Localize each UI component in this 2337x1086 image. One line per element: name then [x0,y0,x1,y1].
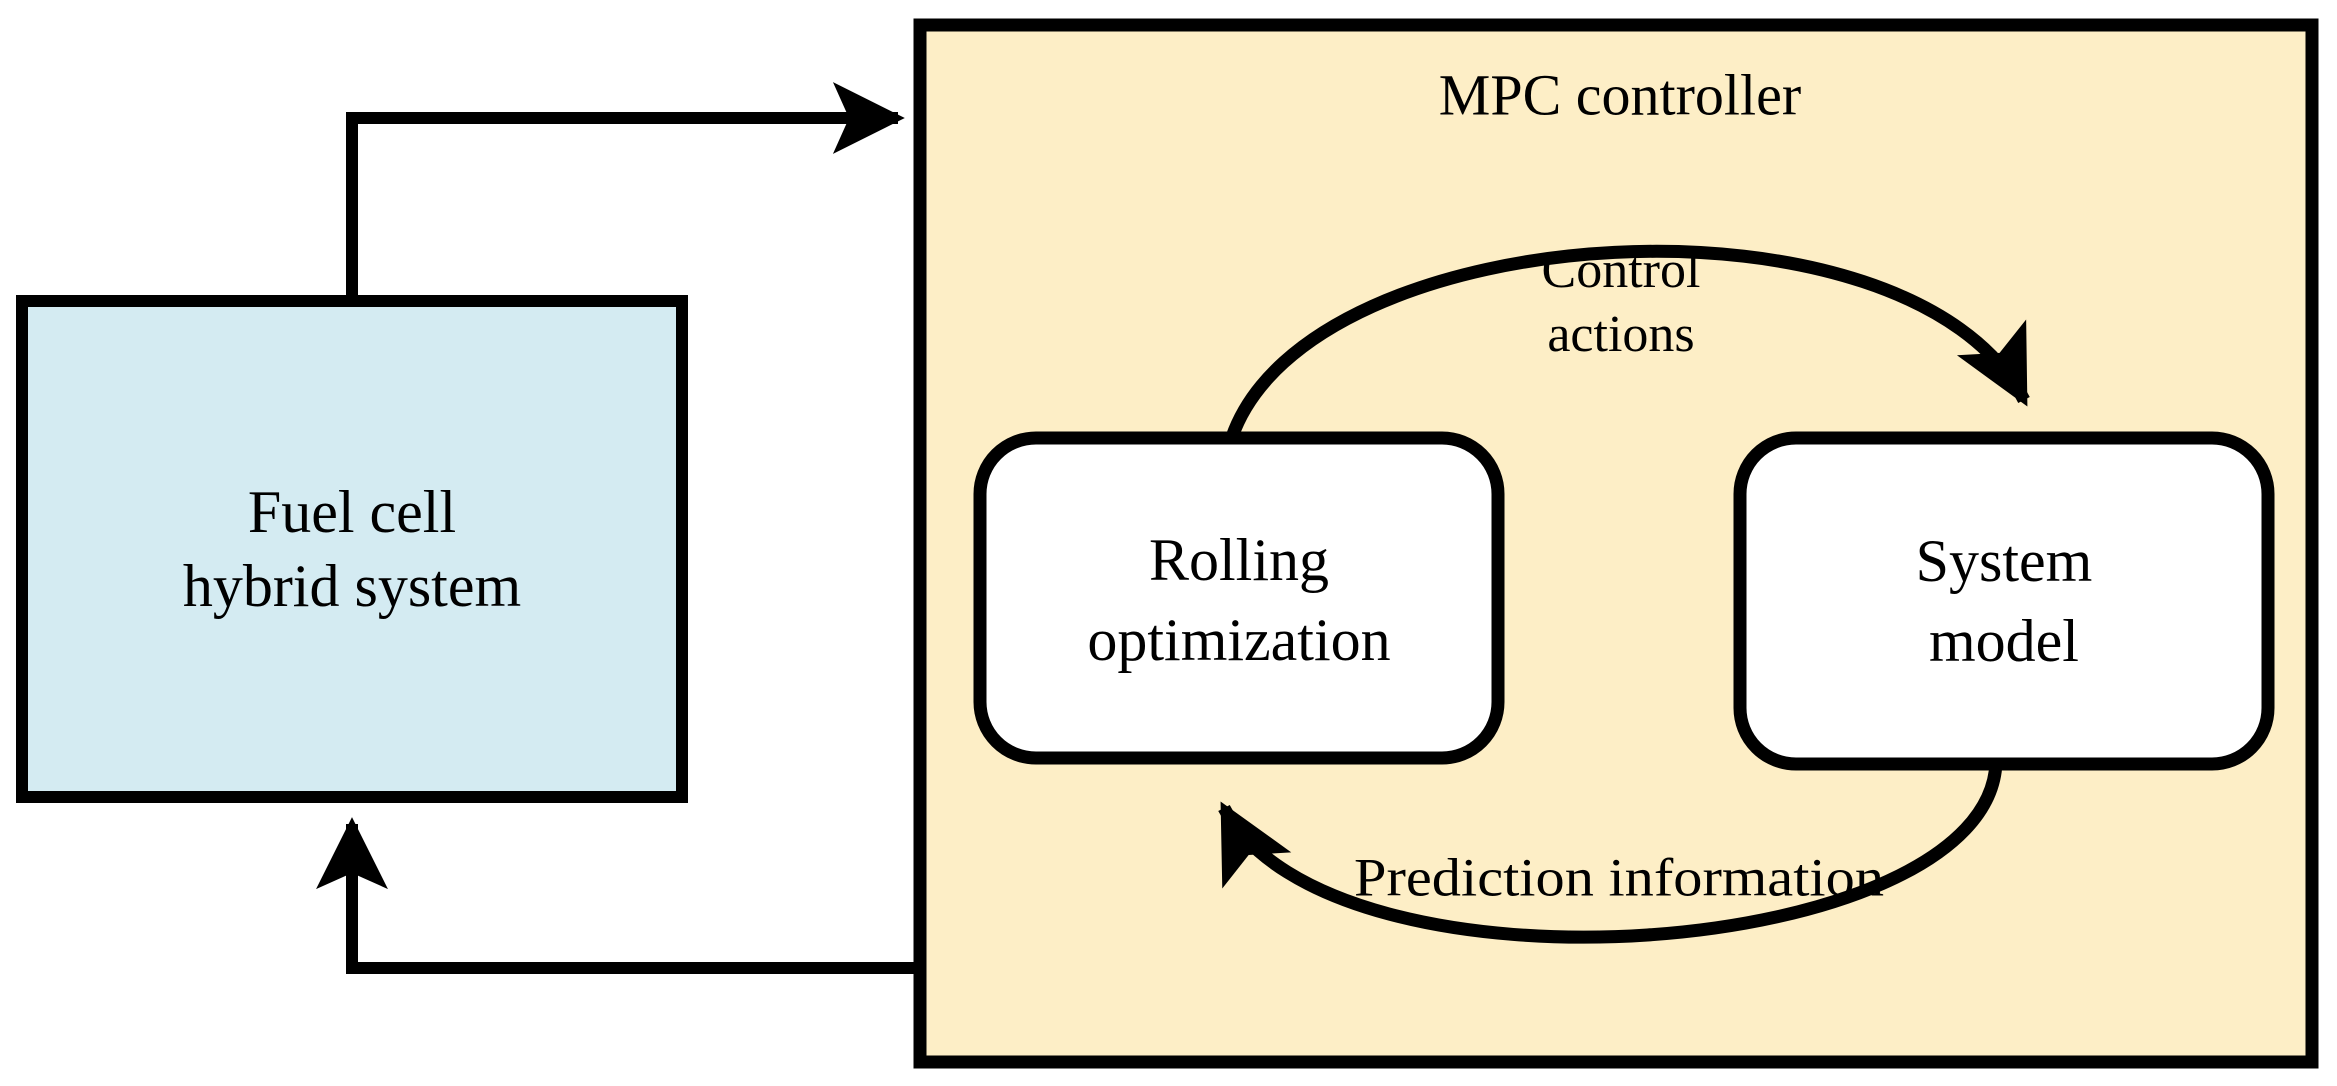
edge-fuel-cell-to-mpc[interactable] [346,82,905,301]
rolling-optimization-label-line2: optimization [1087,607,1390,673]
rolling-optimization-label-line1: Rolling [1149,527,1329,593]
edge-prediction-information[interactable] [1218,761,2003,944]
system-model-label-line2: model [1929,608,2079,674]
edge-mpc-to-fuel-cell[interactable] [316,817,920,974]
edge-control-actions-label-line1: Control [1542,242,1701,299]
system-model-label-line1: System [1916,528,2093,594]
edge-control-actions[interactable] [1225,244,2030,440]
mpc-controller-title: MPC controller [1439,62,1801,127]
rolling-optimization-box[interactable] [973,431,1505,765]
edge-control-actions-label-line2: actions [1547,306,1694,363]
fuel-cell-hybrid-system-box[interactable] [16,295,688,803]
edge-prediction-information-label: Prediction information [1354,847,1884,907]
system-model-box[interactable] [1733,431,2275,771]
fuel-cell-hybrid-system-label-line1: Fuel cell [248,479,456,545]
fuel-cell-hybrid-system-label-line2: hybrid system [183,553,521,619]
